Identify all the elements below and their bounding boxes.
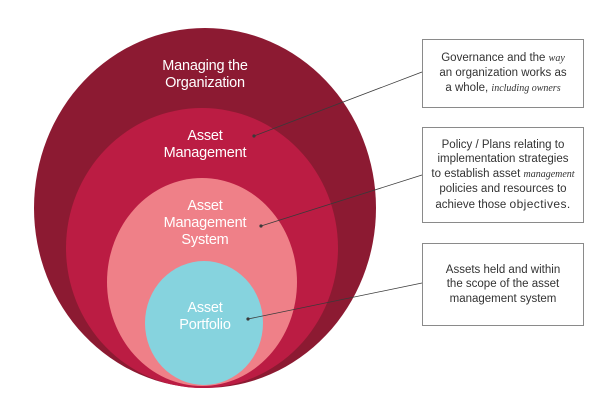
connector-line-asset-management-system xyxy=(260,174,423,227)
box-line: an organization works as xyxy=(439,67,567,80)
label-asset-management: Asset Management xyxy=(130,128,280,162)
connector-dot-asset-management xyxy=(252,134,256,138)
description-box-assets-held: Assets held and within the scope of the … xyxy=(422,243,584,326)
description-box-governance: Governance and the way an organization w… xyxy=(422,39,584,108)
circle-asset-portfolio xyxy=(145,261,263,385)
connector-line-asset-management xyxy=(253,71,423,137)
label-line: Asset xyxy=(187,198,223,214)
label-line: System xyxy=(181,232,229,248)
label-line: Asset xyxy=(187,300,223,316)
connector-line-asset-portfolio xyxy=(247,282,423,320)
box-line: policies and resources to xyxy=(439,183,567,196)
box-line: implementation strategies xyxy=(437,153,569,166)
box-line: Assets held and within xyxy=(445,263,561,276)
box-line: to establish asset management xyxy=(431,167,575,180)
label-line: Managing the xyxy=(162,58,248,74)
label-line: Management xyxy=(163,145,247,161)
box-line: a whole, including owners xyxy=(445,81,561,94)
connector-dot-asset-portfolio xyxy=(246,317,250,321)
label-asset-management-system: Asset Management System xyxy=(130,198,280,249)
description-box-policy-plans: Policy / Plans relating to implementatio… xyxy=(422,127,584,223)
box-line: Policy / Plans relating to xyxy=(441,138,565,151)
box-line: management system xyxy=(449,292,557,305)
label-line: Portfolio xyxy=(179,317,231,333)
label-line: Asset xyxy=(187,128,223,144)
box-line: the scope of the asset xyxy=(446,278,560,291)
label-organization: Managing the Organization xyxy=(130,58,280,92)
label-line: Management xyxy=(163,215,247,231)
box-line: Governance and the way xyxy=(441,51,565,64)
connector-dot-asset-management-system xyxy=(259,224,263,228)
box-line: achieve those objectives. xyxy=(435,196,571,211)
label-asset-portfolio: Asset Portfolio xyxy=(130,300,280,334)
label-line: Organization xyxy=(165,75,245,91)
